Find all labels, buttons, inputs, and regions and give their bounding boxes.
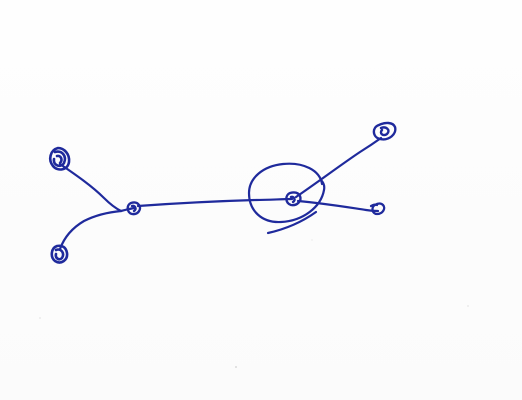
node-left (126, 201, 142, 216)
edge-center-node-to-right (296, 199, 380, 213)
node-center (285, 191, 302, 207)
edge-left-node-to-center-node (136, 197, 294, 208)
node-upper-left (48, 146, 71, 171)
edge-center-node-to-upper-right (294, 136, 383, 199)
node-upper-right (372, 121, 397, 141)
node-lower-left (50, 244, 69, 264)
highlight-circle (247, 162, 326, 224)
edge-lower-left-to-junction (58, 209, 123, 251)
node-right (369, 202, 386, 216)
paper-specks (39, 239, 469, 368)
edge-upper-left-to-junction (58, 162, 123, 213)
highlight-circle-tail (266, 210, 318, 235)
